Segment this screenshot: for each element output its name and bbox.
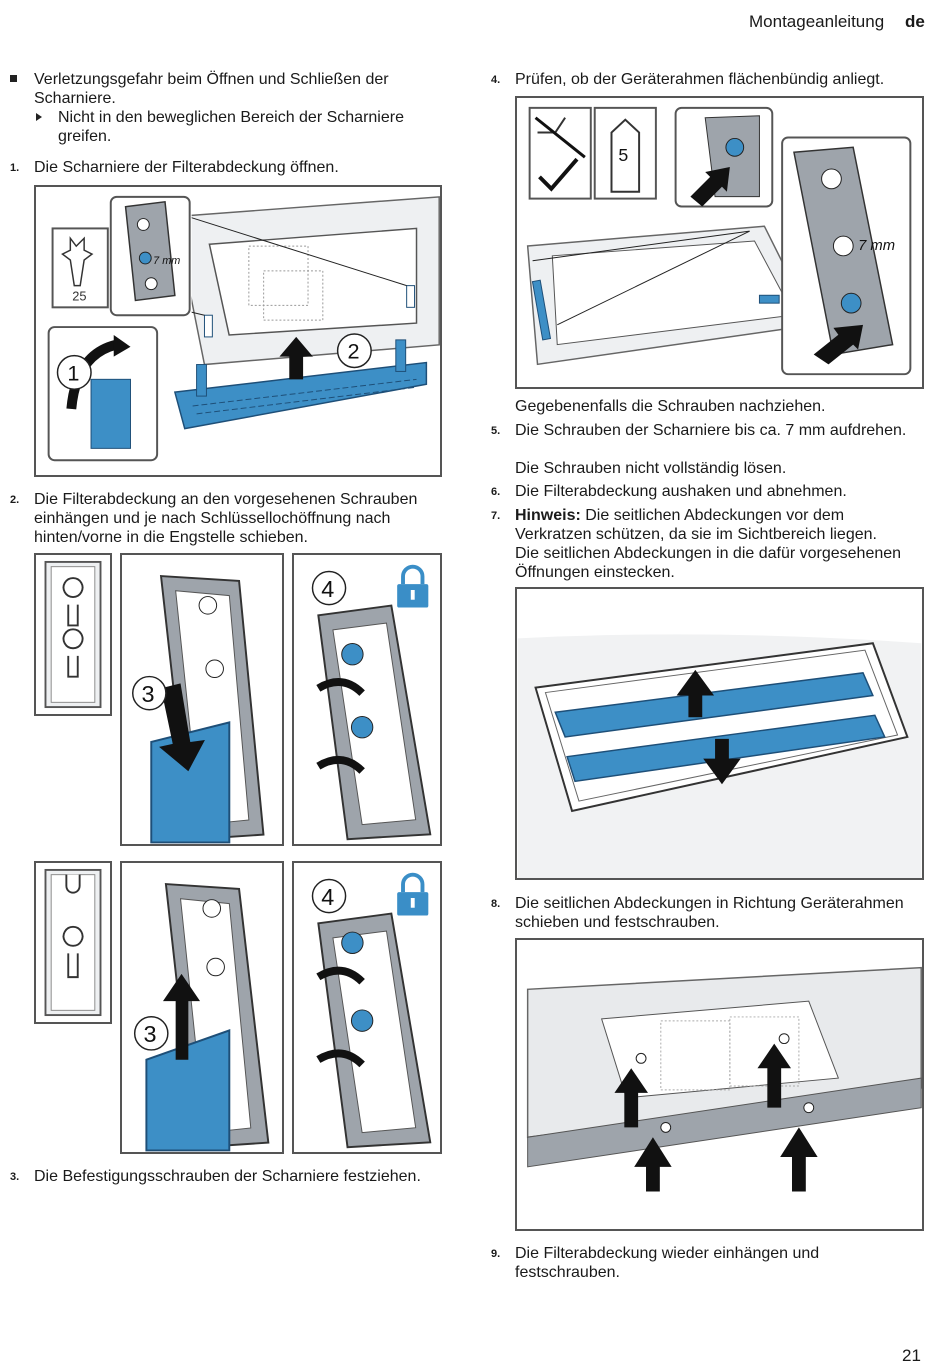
after-step-4-text: Gegebenenfalls die Schrauben nachziehen. [515,398,826,415]
figure-slide-front: 3 [120,861,284,1154]
step-number-7: 7. [491,510,501,522]
step-badge-4b: 4 [321,884,334,910]
figure-lock-back: 4 [292,553,442,846]
step-number-5: 5. [491,425,501,437]
tool-size-label: 25 [72,288,86,303]
step-badge-3: 3 [142,681,155,707]
tool-size-5: 5 [618,145,628,165]
figure-check-frame: 5 7 mm [515,96,924,389]
step-badge-2: 2 [347,339,359,364]
lock-icon [397,872,429,916]
measure-label: 7 mm [153,255,180,267]
step-badge-3b: 3 [143,1021,156,1047]
step-badge-1: 1 [67,360,79,385]
figure-open-hinges: 25 7 mm 1 2 [34,185,442,477]
lock-icon [397,564,429,608]
page-number: 21 [902,1346,921,1365]
step-7-paragraph: Hinweis: Die seitlichen Abdeckungen vor … [515,506,923,544]
warning-text: Verletzungsgefahr beim Öffnen und Schlie… [34,71,389,107]
step-8-text: Die seitlichen Abdeckungen in Richtung G… [515,895,904,931]
step-2-text: Die Filterabdeckung an den vorgesehenen … [34,491,418,546]
step-4-text: Prüfen, ob der Geräterahmen flächenbündi… [515,71,885,88]
step-number-1: 1. [10,162,20,174]
step-6-text: Die Filterabdeckung aushaken und abnehme… [515,483,847,500]
step-number-4: 4. [491,74,501,86]
step-badge-4: 4 [321,576,334,602]
step-number-2: 2. [10,494,20,506]
step-number-3: 3. [10,1171,20,1183]
figure-keyhole-rear [34,553,112,716]
warning-subtext: Nicht in den beweglichen Bereich der Sch… [58,109,404,145]
note-label: Hinweis: [515,507,581,524]
figure-keyhole-front [34,861,112,1024]
warning-bullet [10,75,17,82]
figure-screw-side-covers [515,938,924,1231]
step-5-text: Die Schrauben der Scharniere bis ca. 7 m… [515,422,907,439]
step-number-9: 9. [491,1248,501,1260]
step-9-text: Die Filterabdeckung wieder einhängen und… [515,1245,820,1281]
step-5-subtext: Die Schrauben nicht vollständig lösen. [515,460,787,477]
step-3-text: Die Befestigungsschrauben der Scharniere… [34,1168,421,1185]
header-title: Montageanleitung [749,12,885,31]
figure-lock-front: 4 [292,861,442,1154]
step-1-text: Die Scharniere der Filterabdeckung öffne… [34,159,339,176]
step-number-8: 8. [491,898,501,910]
header-lang: de [905,12,925,31]
figure-insert-side-covers [515,587,924,880]
measure-label-2: 7 mm [858,238,895,254]
step-7-subtext: Die seitlichen Abdeckungen in die dafür … [515,545,902,581]
step-number-6: 6. [491,486,501,498]
step-7-text: Die seitlichen Abdeckungen vor dem Verkr… [515,507,877,543]
triangle-bullet-icon [36,113,42,121]
figure-slide-back: 3 [120,553,284,846]
